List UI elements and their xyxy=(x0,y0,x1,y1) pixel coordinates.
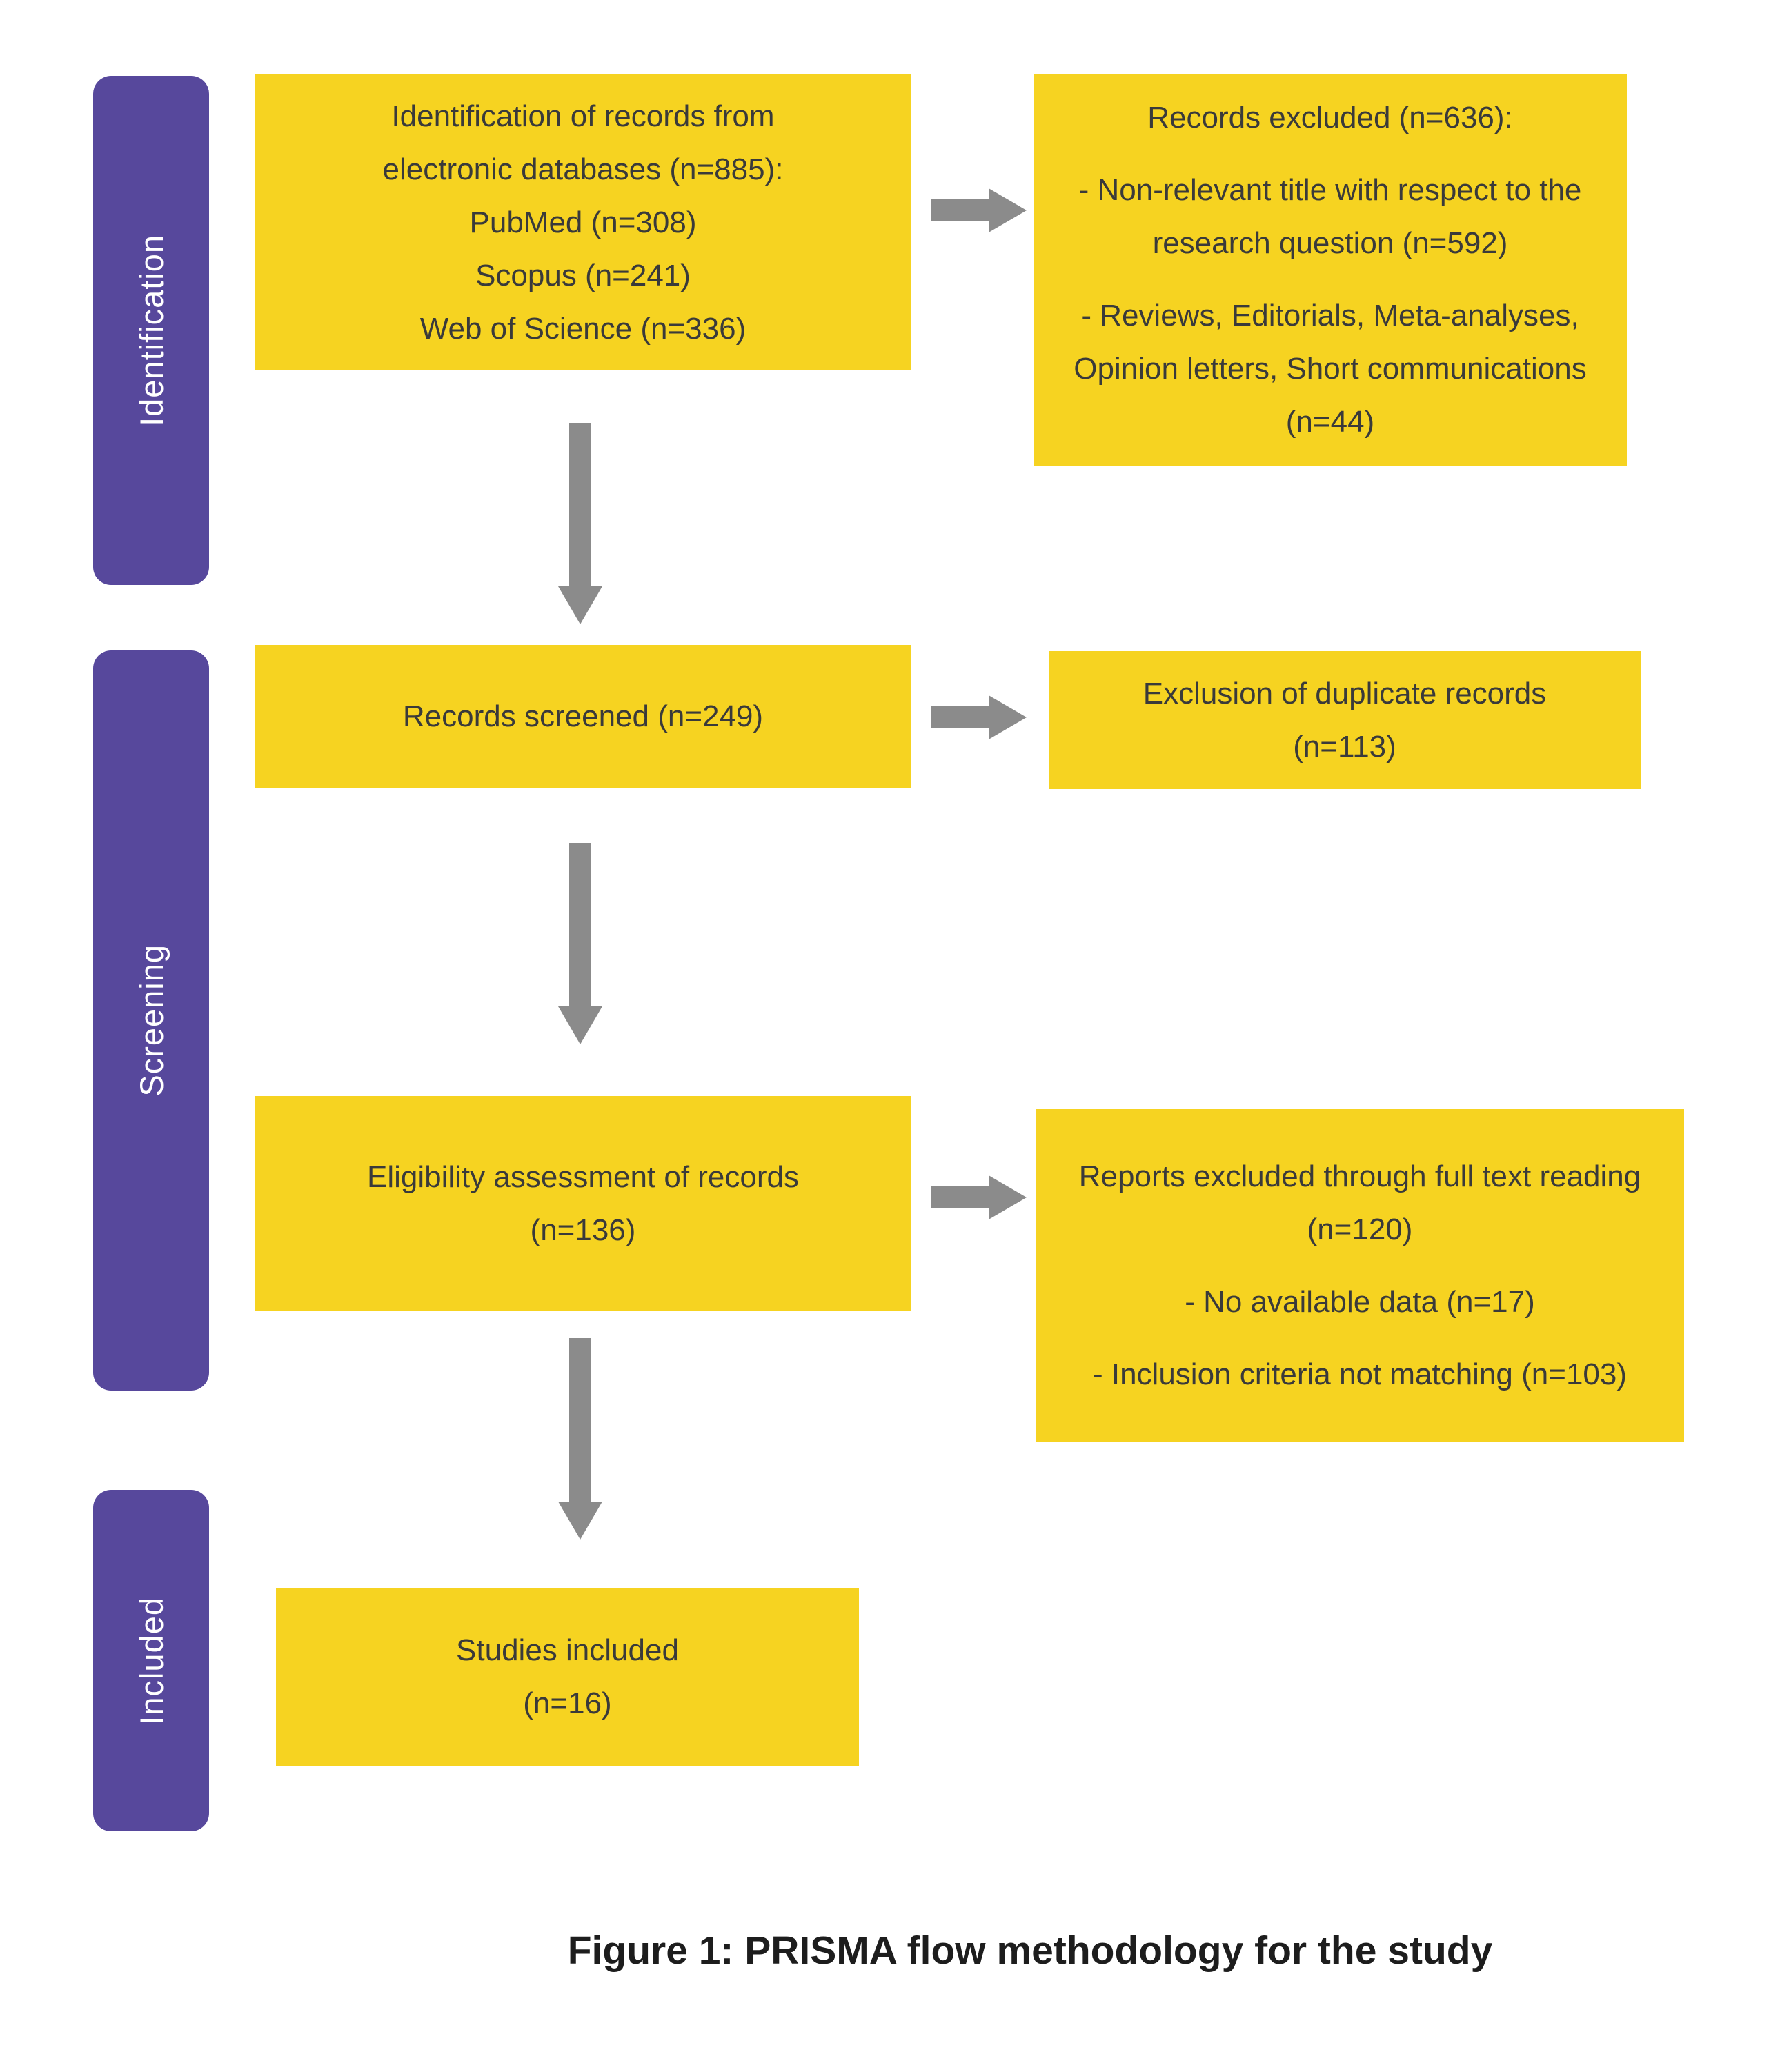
box-line: Eligibility assessment of records xyxy=(366,1159,799,1194)
arrow-down-icon xyxy=(558,423,602,624)
box-bullet: - Non-relevant title with respect to the… xyxy=(1078,173,1582,260)
figure-caption: Figure 1: PRISMA flow methodology for th… xyxy=(567,1929,1493,1973)
box-heading: Reports excluded through full text readi… xyxy=(1078,1159,1641,1246)
box-bullet: - Inclusion criteria not matching (n=103… xyxy=(1092,1357,1628,1391)
box-duplicates-excluded: Exclusion of duplicate records (n=113) xyxy=(1049,651,1641,789)
box-heading: Records excluded (n=636): xyxy=(1147,101,1513,135)
box-bullet: - No available data (n=17) xyxy=(1185,1285,1535,1319)
box-studies-included: Studies included (n=16) xyxy=(276,1588,859,1766)
stage-bar-screening: Screening xyxy=(93,650,209,1391)
box-line: Records screened (n=249) xyxy=(402,699,764,733)
box-eligibility-assessment: Eligibility assessment of records (n=136… xyxy=(255,1096,911,1311)
box-line: Web of Science (n=336) xyxy=(419,311,746,346)
stage-bar-identification: Identification xyxy=(93,76,209,585)
box-bullet: - Reviews, Editorials, Meta-analyses, Op… xyxy=(1074,299,1587,439)
box-reports-excluded: Reports excluded through full text readi… xyxy=(1036,1109,1684,1442)
box-line: Identification of records from xyxy=(391,99,775,133)
stage-bar-included: Included xyxy=(93,1490,209,1831)
box-line: PubMed (n=308) xyxy=(469,205,697,239)
arrow-down-icon xyxy=(558,843,602,1044)
box-line: Exclusion of duplicate records xyxy=(1143,677,1547,710)
box-line: Studies included xyxy=(456,1633,679,1667)
box-line: electronic databases (n=885): xyxy=(382,152,784,186)
arrow-right-icon xyxy=(931,1175,1027,1219)
box-line: (n=113) xyxy=(1293,730,1396,764)
stage-label-screening: Screening xyxy=(132,944,170,1097)
box-records-screened: Records screened (n=249) xyxy=(255,645,911,788)
box-records-excluded: Records excluded (n=636): - Non-relevant… xyxy=(1034,74,1627,466)
arrow-right-icon xyxy=(931,188,1027,232)
stage-label-identification: Identification xyxy=(132,235,170,426)
box-line: (n=16) xyxy=(523,1686,612,1720)
box-line: (n=136) xyxy=(530,1213,636,1247)
stage-label-included: Included xyxy=(132,1596,170,1725)
box-identification-records: Identification of records from electroni… xyxy=(255,74,911,370)
arrow-down-icon xyxy=(558,1338,602,1540)
box-line: Scopus (n=241) xyxy=(475,258,691,292)
arrow-right-icon xyxy=(931,695,1027,739)
